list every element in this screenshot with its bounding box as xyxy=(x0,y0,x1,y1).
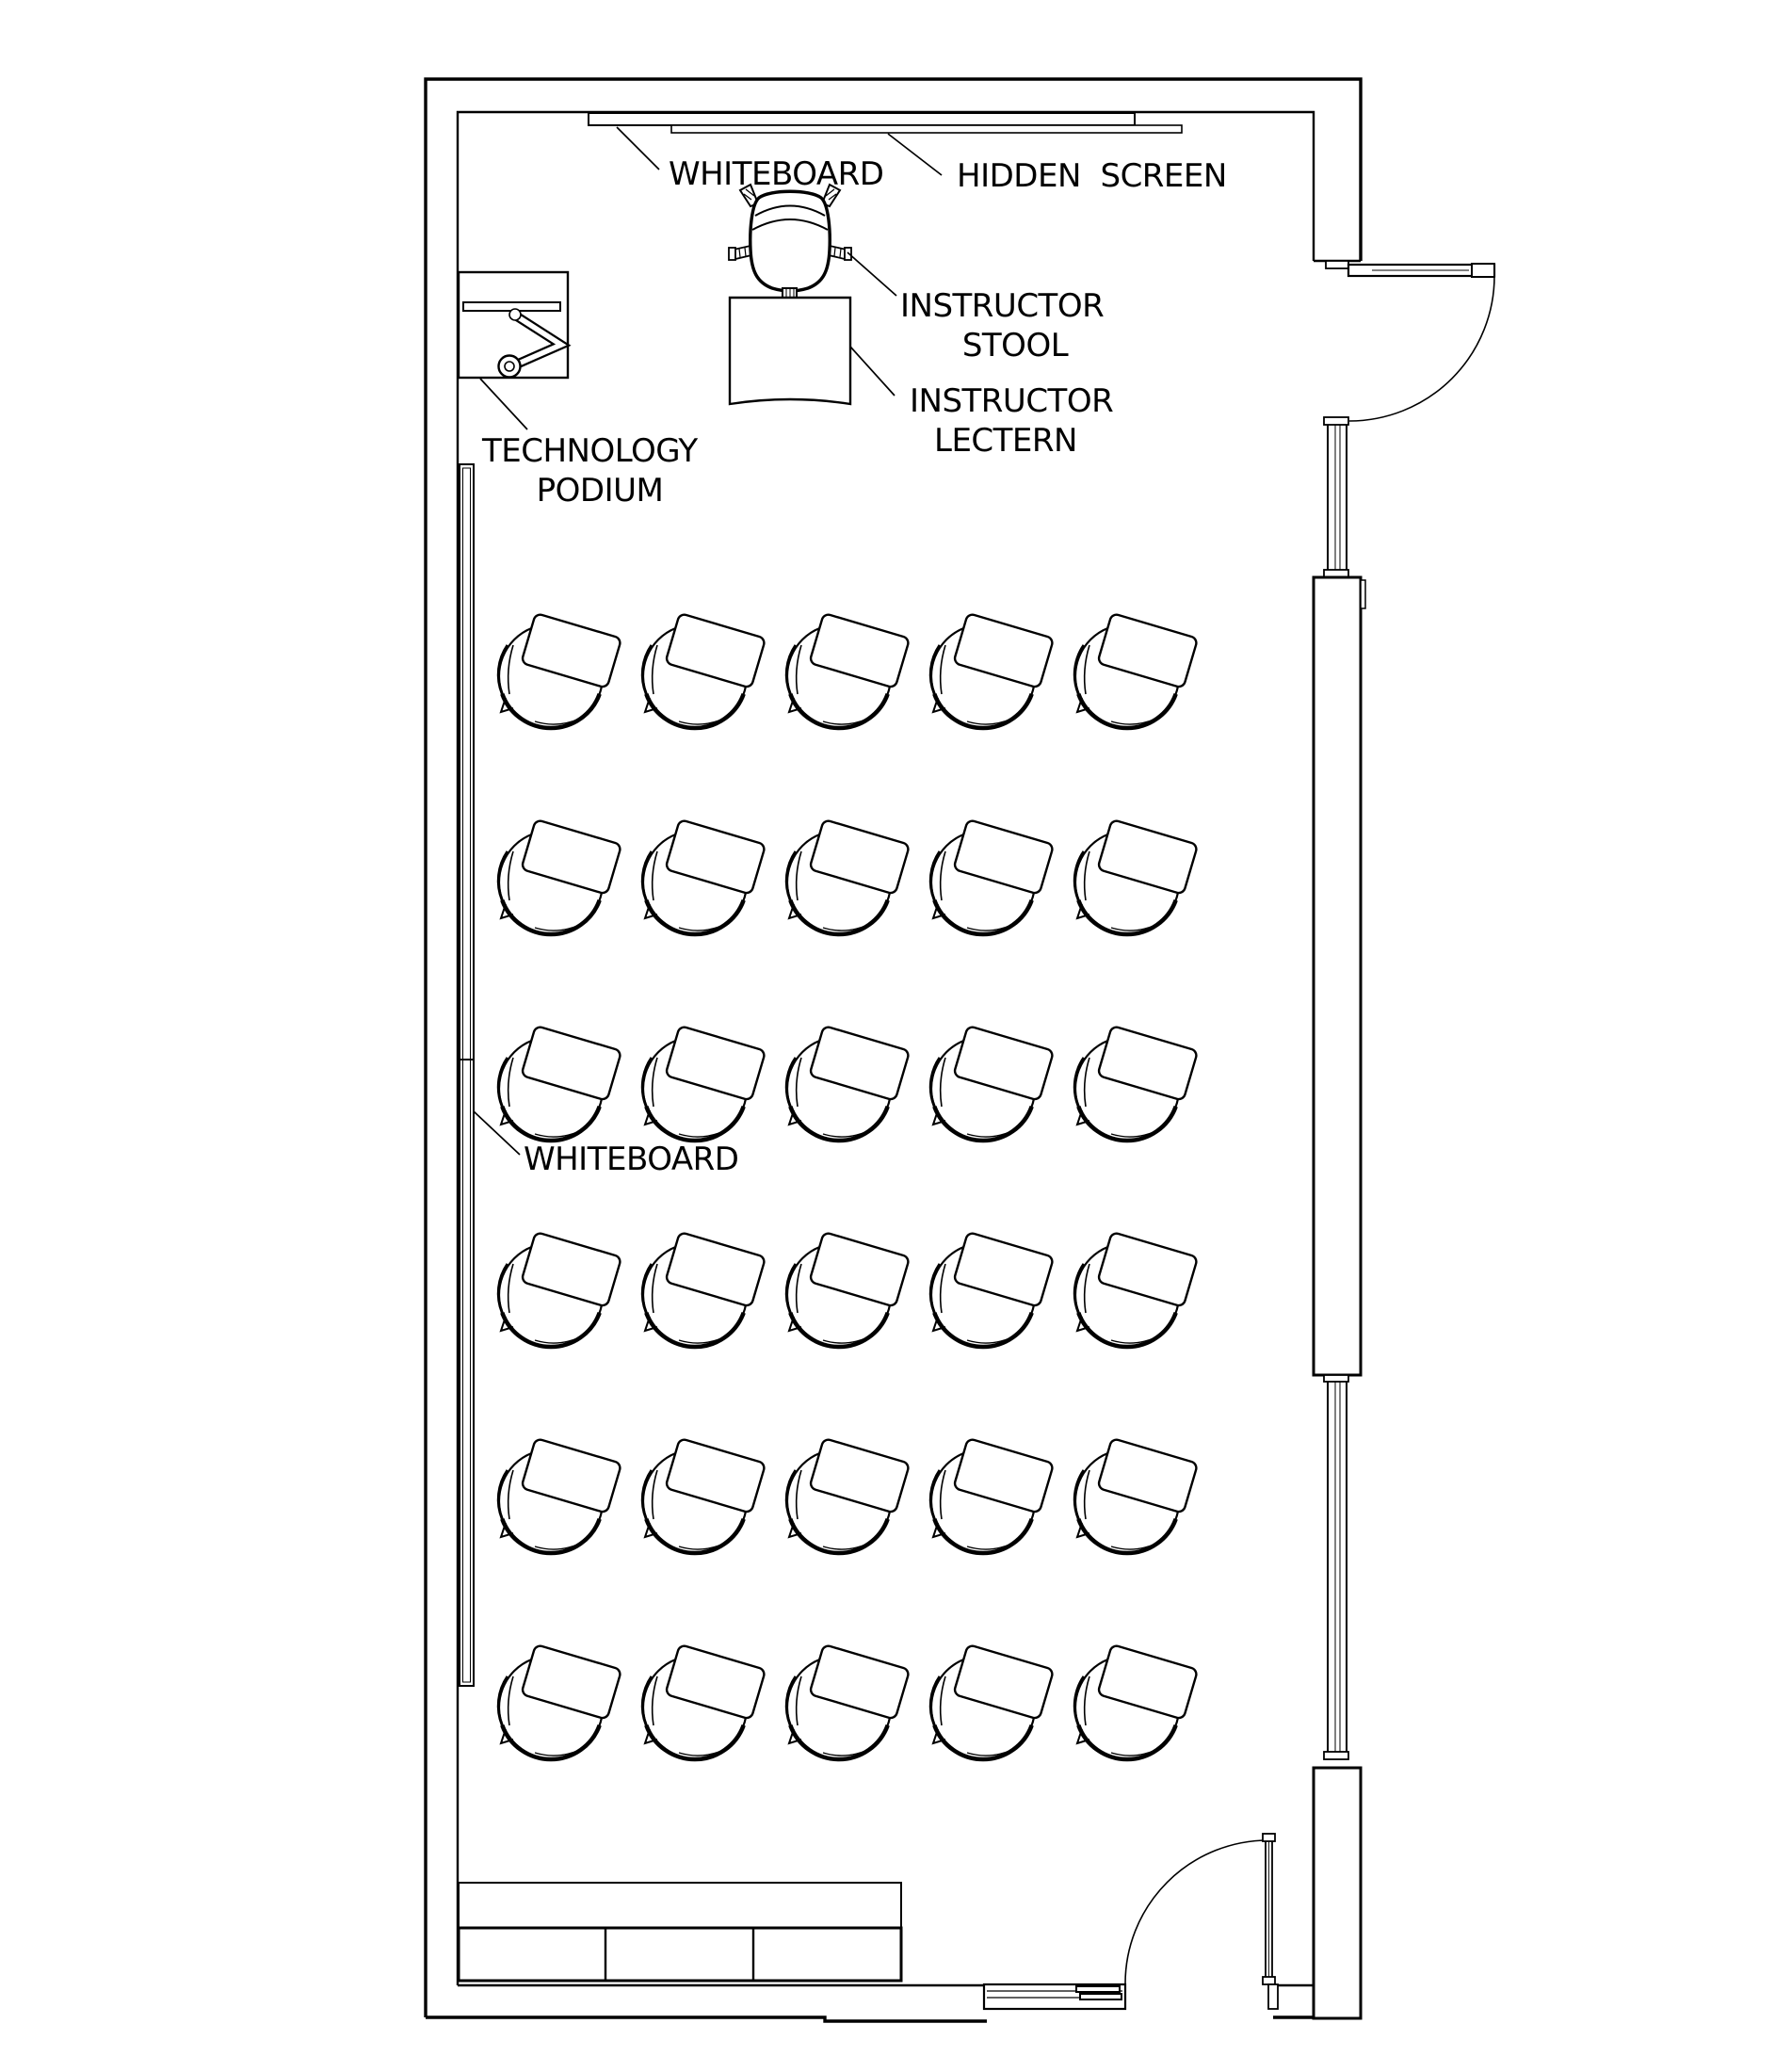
student-desk xyxy=(786,1644,910,1759)
student-desk xyxy=(1074,613,1198,728)
student-desk xyxy=(498,1644,621,1759)
label-instructor-stool-1: INSTRUCTOR xyxy=(900,287,1104,325)
student-desk xyxy=(498,1026,621,1141)
window-glass-lines xyxy=(1334,425,1341,570)
leader-whiteboard-top xyxy=(616,126,660,170)
mullion-cap xyxy=(1323,1751,1349,1760)
door-latch xyxy=(1471,263,1495,278)
sidelight-cap xyxy=(1262,1976,1276,1985)
student-desk xyxy=(786,1438,910,1553)
whiteboard-strip-top xyxy=(588,112,1136,126)
technology-podium xyxy=(457,270,572,380)
door-leaf xyxy=(1079,1993,1122,2000)
student-desk xyxy=(1074,1232,1198,1347)
student-desk xyxy=(642,1026,766,1141)
whiteboard-left-strip xyxy=(459,463,475,1687)
label-technology-podium-2: PODIUM xyxy=(537,472,664,510)
student-desk xyxy=(498,1438,621,1553)
leader-instructor-stool xyxy=(847,251,897,297)
whiteboard-frame xyxy=(459,463,475,1687)
student-desk xyxy=(930,1232,1054,1347)
student-desk xyxy=(786,613,910,728)
label-instructor-lectern-2: LECTERN xyxy=(934,422,1077,460)
stool-back-contour xyxy=(754,204,826,217)
student-desk-grid xyxy=(498,613,1198,1759)
door-bottom-right xyxy=(982,1833,1279,2011)
jamb-step xyxy=(1267,1983,1279,2010)
mullion-cap xyxy=(1323,1374,1349,1383)
mullion-cap xyxy=(1323,416,1349,426)
student-desk xyxy=(642,1232,766,1347)
bottom-outer-wall xyxy=(426,2015,987,2023)
sidelight-frame xyxy=(1265,1841,1273,1977)
door-leaf xyxy=(1075,1985,1121,1993)
student-desk xyxy=(1074,1438,1198,1553)
student-desk xyxy=(498,613,621,728)
student-desk xyxy=(1074,1026,1198,1141)
student-desk xyxy=(930,613,1054,728)
instructor-stool xyxy=(728,183,852,299)
student-desk xyxy=(930,1644,1054,1759)
whiteboard-face xyxy=(462,467,471,1683)
hidden-screen-strip xyxy=(670,124,1183,134)
corner-column xyxy=(1312,1766,1363,2020)
stool-seat xyxy=(749,189,831,293)
cabinet-dividers xyxy=(604,1928,755,1981)
door-top-right xyxy=(1347,263,1496,422)
leader-lines xyxy=(473,126,943,1156)
window-frame-lines xyxy=(1327,1382,1347,1752)
counter-cabinets xyxy=(457,1882,903,1983)
leader-hidden-screen xyxy=(887,133,943,176)
label-technology-podium-1: TECHNOLOGY xyxy=(481,432,698,470)
label-whiteboard-left: WHITEBOARD xyxy=(524,1141,738,1178)
student-desk xyxy=(930,1438,1054,1553)
student-desk xyxy=(642,1644,766,1759)
instructor-lectern xyxy=(728,296,852,406)
student-desk xyxy=(786,1232,910,1347)
student-desk xyxy=(786,1026,910,1141)
student-desk xyxy=(930,1026,1054,1141)
door-swing-arc xyxy=(1348,275,1495,422)
leader-instructor-lectern xyxy=(849,346,896,397)
leader-technology-podium xyxy=(479,378,528,430)
door-jamb-step xyxy=(1325,260,1349,269)
label-instructor-stool-2: STOOL xyxy=(962,327,1069,364)
door-swing-arc xyxy=(1124,1839,1269,1984)
window-frame-lines xyxy=(1327,425,1347,570)
student-desk xyxy=(498,1232,621,1347)
stool-back-contour xyxy=(751,219,829,231)
student-desk xyxy=(642,819,766,934)
armrest-cap xyxy=(728,247,736,261)
room-walls xyxy=(424,77,1363,2023)
student-desk xyxy=(930,819,1054,934)
student-desk xyxy=(642,1438,766,1553)
outer-wall xyxy=(424,77,1363,2017)
window-glass-lines xyxy=(1334,1382,1341,1752)
label-instructor-lectern-1: INSTRUCTOR xyxy=(910,382,1113,420)
label-hidden-screen: HIDDEN SCREEN xyxy=(957,157,1227,195)
window-strip-lower xyxy=(1323,1382,1349,1760)
student-desk xyxy=(1074,819,1198,934)
cabinet-row xyxy=(457,1926,903,1983)
student-desk xyxy=(786,819,910,934)
wall-panel-right xyxy=(1312,575,1363,1377)
window-strip-upper xyxy=(1323,416,1349,578)
monitor-arm-icon xyxy=(497,308,572,379)
leader-whiteboard-left xyxy=(473,1110,521,1156)
student-desk xyxy=(1074,1644,1198,1759)
sidelight-cap xyxy=(1262,1833,1276,1842)
panel-tick xyxy=(1360,579,1366,609)
label-whiteboard-top: WHITEBOARD xyxy=(669,155,883,193)
student-desk xyxy=(642,613,766,728)
countertop xyxy=(458,1882,902,1929)
student-desk xyxy=(498,819,621,934)
